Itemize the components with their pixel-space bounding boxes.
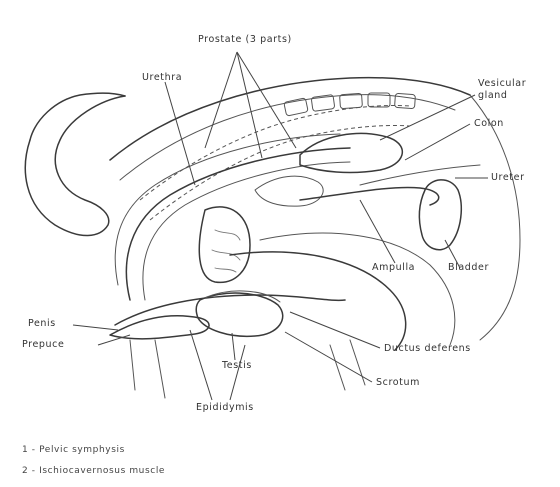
leg-stroke-3 — [330, 345, 345, 390]
dorsal-curve-inner — [120, 95, 455, 180]
label-penis: Penis — [28, 318, 56, 329]
ischiocavernosus-muscle — [199, 207, 250, 282]
legend-item-2: 2 - Ischiocavernosus muscle — [22, 466, 165, 476]
label-prostate: Prostate (3 parts) — [198, 34, 292, 45]
ureter-duct — [360, 165, 480, 185]
vertebra-blocks — [284, 93, 416, 116]
sacral-segments-upper — [140, 106, 410, 201]
label-vesicular-gland: Vesicular gland — [478, 78, 526, 102]
prostate-body — [255, 176, 323, 206]
leg-stroke-4 — [350, 340, 365, 385]
label-epididymis: Epididymis — [196, 402, 254, 413]
label-ductus-deferens: Ductus deferens — [384, 343, 471, 354]
label-ampulla: Ampulla — [372, 262, 415, 273]
label-urethra: Urethra — [142, 72, 182, 83]
label-bladder: Bladder — [448, 262, 489, 273]
label-scrotum: Scrotum — [376, 377, 420, 388]
legend-item-1: 1 - Pelvic symphysis — [22, 445, 125, 455]
label-testis: Testis — [222, 360, 252, 371]
vesicular-gland-body — [300, 133, 402, 172]
urethra-tube-3 — [115, 134, 340, 285]
abdomen-curve — [470, 95, 520, 340]
tail-outline — [25, 96, 125, 236]
testis — [196, 293, 282, 336]
leg-stroke-1 — [130, 340, 135, 390]
body-wall-curve — [260, 233, 455, 345]
bladder — [419, 180, 461, 250]
urethra-tube-1 — [126, 148, 350, 300]
muscle-texture — [212, 230, 240, 272]
label-ureter: Ureter — [491, 172, 525, 183]
dorsal-curve-outer — [110, 78, 470, 160]
leg-stroke-2 — [155, 340, 165, 398]
label-prepuce: Prepuce — [22, 339, 64, 350]
label-colon: Colon — [474, 118, 504, 129]
